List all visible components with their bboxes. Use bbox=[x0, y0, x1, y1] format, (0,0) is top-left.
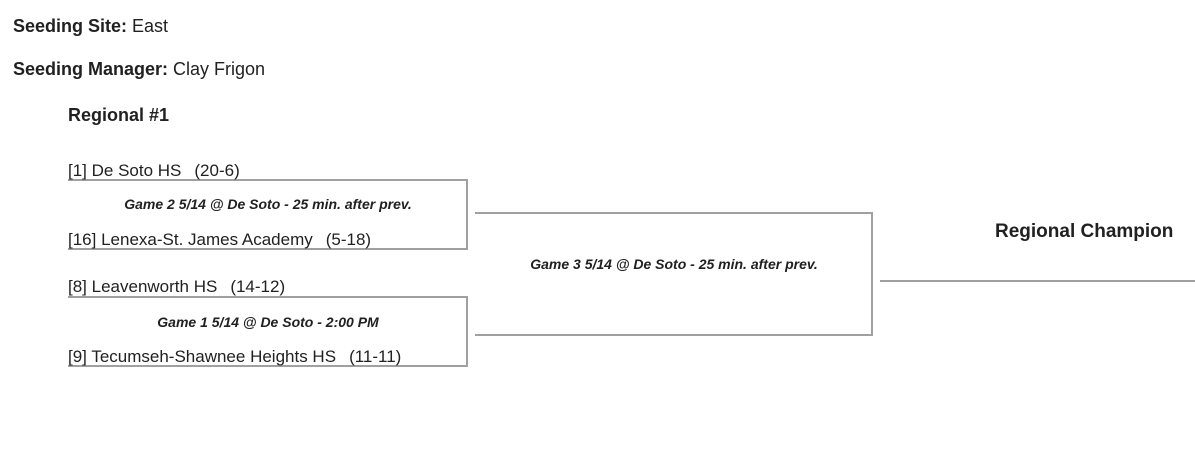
team-record: (5-18) bbox=[325, 230, 372, 249]
team-name: [8] Leavenworth HS bbox=[68, 277, 218, 296]
regional-title: Regional #1 bbox=[68, 105, 170, 125]
matchup-1-connector bbox=[68, 179, 468, 250]
team-record: (11-11) bbox=[349, 347, 402, 366]
champion-line bbox=[880, 280, 1195, 282]
seeding-manager-line: Seeding Manager:Clay Frigon bbox=[13, 59, 265, 80]
team-name: [1] De Soto HS bbox=[68, 161, 182, 180]
seeding-manager-label: Seeding Manager: bbox=[13, 59, 169, 79]
final-connector bbox=[475, 212, 873, 336]
team-name: [9] Tecumseh-Shawnee Heights HS bbox=[68, 347, 337, 366]
team-slot-seed16: [16] Lenexa-St. James Academy (5-18) bbox=[68, 230, 371, 249]
game-1-label: Game 1 5/14 @ De Soto - 2:00 PM bbox=[157, 314, 379, 330]
seeding-manager-value: Clay Frigon bbox=[173, 59, 266, 79]
matchup-2-connector bbox=[68, 296, 468, 367]
team-slot-seed9: [9] Tecumseh-Shawnee Heights HS (11-11) bbox=[68, 347, 401, 366]
seeding-site-line: Seeding Site:East bbox=[13, 16, 168, 37]
game-3-label: Game 3 5/14 @ De Soto - 25 min. after pr… bbox=[530, 256, 818, 272]
team-slot-seed8: [8] Leavenworth HS (14-12) bbox=[68, 277, 285, 296]
seeding-site-value: East bbox=[132, 16, 169, 36]
game-2-label: Game 2 5/14 @ De Soto - 25 min. after pr… bbox=[124, 196, 412, 212]
team-slot-seed1: [1] De Soto HS (20-6) bbox=[68, 161, 240, 180]
team-record: (14-12) bbox=[230, 277, 286, 296]
team-name: [16] Lenexa-St. James Academy bbox=[68, 230, 313, 249]
regional-champion-label: Regional Champion bbox=[995, 221, 1174, 242]
seeding-site-label: Seeding Site: bbox=[13, 16, 128, 36]
team-record: (20-6) bbox=[194, 161, 240, 180]
